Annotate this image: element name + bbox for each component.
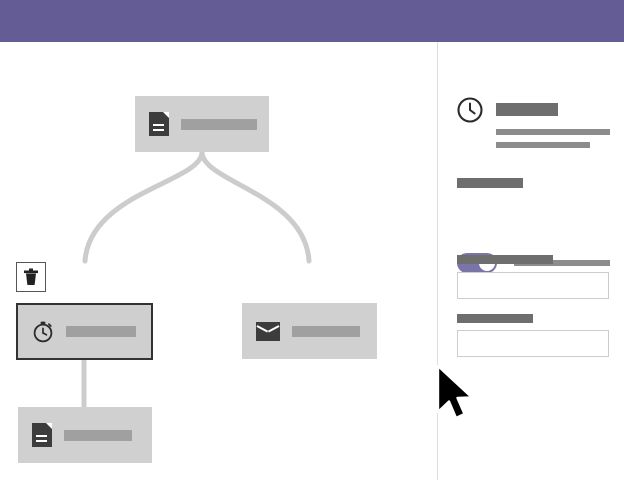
delete-node-button[interactable]	[16, 262, 46, 292]
mail-icon	[256, 321, 280, 341]
input-2-label	[457, 314, 533, 323]
edge-top-to-timer	[82, 149, 205, 264]
input-1-label	[457, 255, 553, 264]
node-label	[66, 326, 136, 337]
node-document-bottom[interactable]	[18, 407, 152, 463]
clock-icon	[32, 321, 54, 343]
node-label	[292, 325, 360, 337]
node-document-top[interactable]	[135, 96, 269, 152]
section-label	[457, 178, 523, 188]
field-2-input[interactable]	[457, 330, 609, 357]
panel-description-line-2	[496, 142, 590, 148]
node-label	[64, 429, 132, 441]
clock-icon	[456, 96, 484, 124]
properties-panel	[437, 42, 624, 480]
field-1-input[interactable]	[457, 272, 609, 299]
edge-top-to-mail	[199, 149, 312, 264]
app-top-bar	[0, 0, 624, 42]
trash-icon	[24, 268, 38, 285]
node-label	[181, 118, 257, 130]
panel-description-line-1	[496, 129, 610, 135]
node-timer-selected[interactable]	[16, 303, 153, 360]
panel-title	[496, 103, 558, 116]
workflow-canvas[interactable]	[0, 42, 437, 480]
toggle-label	[514, 260, 610, 266]
node-mail[interactable]	[242, 303, 377, 359]
document-icon	[149, 112, 169, 136]
document-icon	[32, 423, 52, 447]
